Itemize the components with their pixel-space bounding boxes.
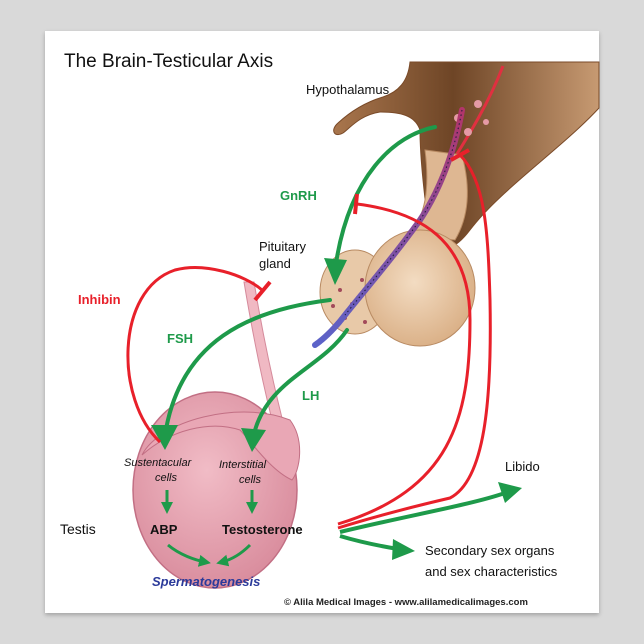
- libido-label: Libido: [505, 459, 540, 474]
- inhibin-inhibition-line: [126, 266, 263, 444]
- secondary-label-line1: Secondary sex organs: [425, 543, 555, 558]
- sustentacular-label-line1: Sustentacular: [124, 457, 193, 469]
- page-title: The Brain-Testicular Axis: [64, 51, 273, 72]
- fsh-label: FSH: [167, 331, 193, 346]
- libido-arrow: [339, 491, 506, 534]
- inhibin-block-bar: [253, 280, 272, 302]
- lh-arrow: [251, 328, 349, 440]
- fsh-arrow-head: [151, 425, 178, 450]
- testosterone-to-spermatogenesis-arrow: [216, 543, 252, 567]
- neuron-cell-body: [464, 128, 472, 136]
- neuron-cell-body: [483, 119, 489, 125]
- interstitial-label-line1: Interstitial: [219, 459, 267, 471]
- gnrh-arrow-head: [324, 258, 347, 285]
- secondary-arrow: [339, 534, 399, 551]
- pituitary-block-bar: [353, 193, 359, 215]
- sustentacular-label-line2: cells: [155, 472, 178, 484]
- pituitary-label-line2: gland: [259, 256, 291, 271]
- testis-organ: [132, 391, 301, 589]
- lh-arrow-head: [241, 428, 266, 452]
- hypothalamus-feedback-line: [337, 153, 492, 530]
- gnrh-label: GnRH: [280, 188, 317, 203]
- abp-to-spermatogenesis-arrow: [167, 543, 211, 567]
- lh-label: LH: [302, 388, 319, 403]
- testosterone-feedback-line: [337, 202, 472, 526]
- inhibin-label: Inhibin: [78, 292, 121, 307]
- hypothalamus-label: Hypothalamus: [306, 82, 390, 97]
- gnrh-arrow: [333, 125, 437, 272]
- interstitial-label-line2: cells: [239, 474, 262, 486]
- neuron-cell-body: [474, 100, 482, 108]
- pituitary-label-line1: Pituitary: [259, 239, 306, 254]
- fsh-arrow: [163, 298, 332, 437]
- spermatogenesis-label: Spermatogenesis: [152, 574, 260, 589]
- secondary-label-line2: and sex characteristics: [425, 564, 558, 579]
- hypothalamus-block-bar: [450, 148, 470, 162]
- spermatic-cord: [243, 281, 283, 421]
- testis-label: Testis: [60, 521, 96, 537]
- credit-line: © Alila Medical Images - www.alilamedica…: [284, 597, 528, 608]
- libido-arrow-head: [498, 482, 522, 503]
- abp-label: ABP: [150, 522, 178, 537]
- testosterone-label: Testosterone: [222, 522, 303, 537]
- secondary-arrow-head: [392, 539, 415, 560]
